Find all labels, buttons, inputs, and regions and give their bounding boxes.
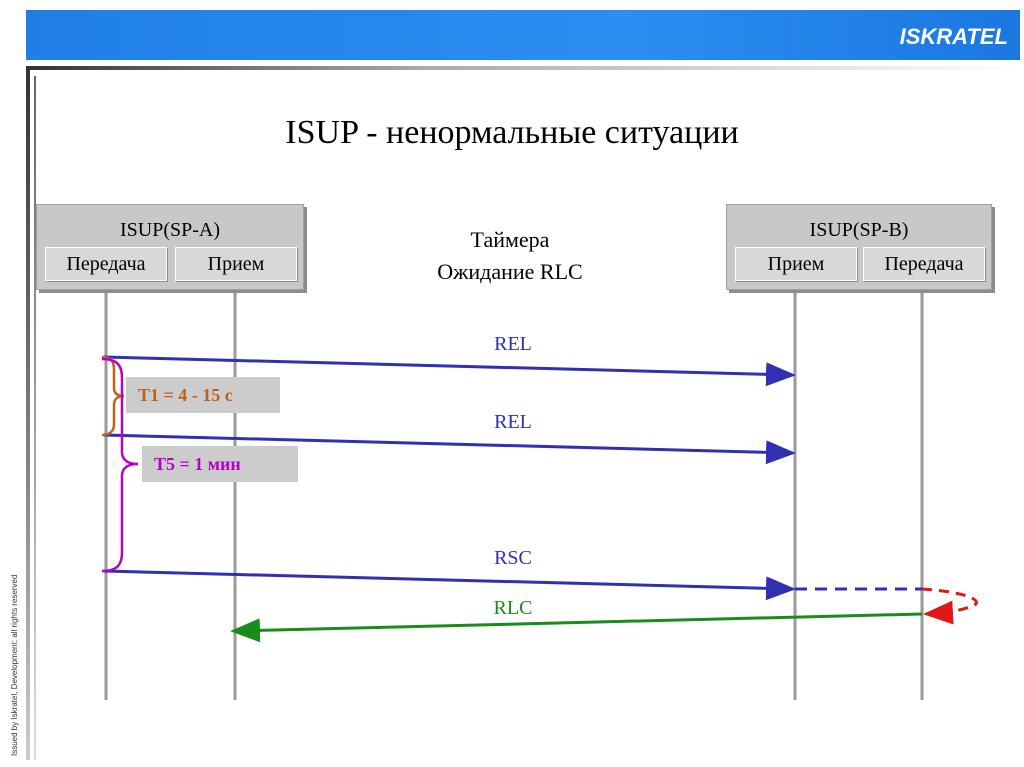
page-title: ISUP - ненормальные ситуации — [285, 114, 739, 151]
timer-t5-box: T5 = 1 мин — [142, 446, 298, 482]
node-a-box: ISUP(SP-A) Передача Прием — [36, 204, 304, 290]
node-b-recv-label: Прием — [735, 247, 857, 281]
rsc-arrow — [103, 569, 796, 601]
timer-t1-box: T1 = 4 - 15 с — [126, 377, 280, 413]
node-b-title: ISUP(SP-B) — [809, 219, 909, 241]
timers-heading: Таймера Ожидание RLC — [380, 224, 640, 288]
rlc-arrow — [230, 612, 923, 643]
node-a-title: ISUP(SP-A) — [119, 219, 221, 241]
rel-arrow-2 — [103, 433, 796, 465]
rel-arrow-1 — [103, 355, 796, 387]
rlc-label: RLC — [493, 597, 533, 619]
node-a-send-label: Передача — [45, 247, 167, 281]
t5-brace — [101, 357, 139, 573]
node-b-send-label: Передача — [863, 247, 985, 281]
node-a-recv-label: Прием — [175, 247, 297, 281]
node-b-box: ISUP(SP-B) Прием Передача — [726, 204, 992, 290]
frame-left-border — [26, 66, 30, 760]
rel-label-1: REL — [494, 333, 532, 355]
iskratel-logo: ISKRATEL — [899, 24, 1008, 49]
rel-label-2: REL — [494, 411, 532, 433]
rsc-label: RSC — [494, 547, 532, 569]
frame-top-border — [26, 66, 1020, 70]
t1-brace — [101, 355, 125, 437]
header-bar: ISKRATEL — [26, 10, 1020, 60]
frame-inner-border — [34, 76, 36, 760]
retry-loop-arrow — [921, 587, 978, 625]
timers-heading-line1: Таймера — [470, 227, 550, 252]
timers-heading-line2: Ожидание RLC — [437, 259, 583, 284]
